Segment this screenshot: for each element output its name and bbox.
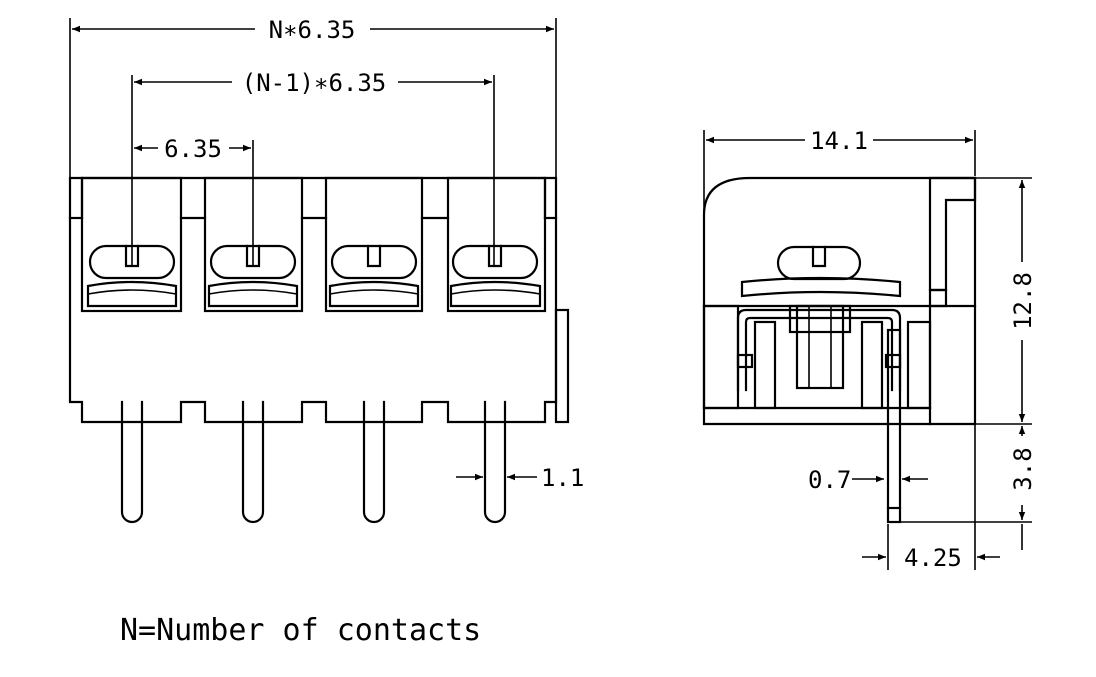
dim-pin-thickness-label: 0.7 — [808, 466, 851, 494]
contacts-note: N=Number of contacts — [120, 613, 481, 648]
dim-pitch-label: 6.35 — [164, 135, 222, 163]
dim-width-label: 14.1 — [810, 127, 868, 155]
contact-cell-4 — [446, 176, 547, 313]
dim-pin-length-label: 3.8 — [1009, 447, 1037, 490]
dim-pin-width-label: 1.1 — [541, 464, 584, 492]
dim-pin-offset-label: 4.25 — [904, 544, 962, 572]
contact-cell-1 — [80, 176, 183, 313]
screw-1 — [86, 244, 178, 308]
side-view: 14.1 12.8 3.8 0.7 4.25 — [702, 127, 1037, 572]
screw-2 — [207, 244, 299, 308]
dim-height-label: 12.8 — [1009, 272, 1037, 330]
screw-4 — [449, 244, 542, 308]
front-view: N∗6.35 (N-1)∗6.35 6.35 — [68, 16, 584, 524]
pins — [120, 400, 507, 524]
contact-cell-2 — [203, 176, 304, 313]
screw-3 — [328, 244, 420, 308]
contact-cell-3 — [324, 176, 424, 313]
dim-total-label: N∗6.35 — [269, 16, 356, 44]
dim-span-label: (N-1)∗6.35 — [242, 69, 387, 97]
